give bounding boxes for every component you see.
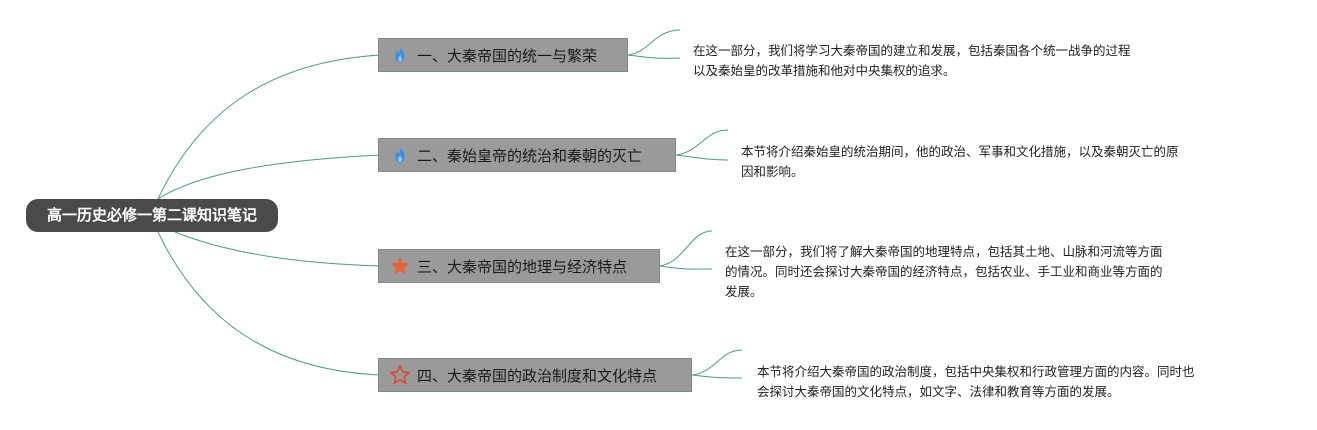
branch-label-3: 三、大秦帝国的地理与经济特点	[417, 257, 628, 276]
connector-root-branch-3	[174, 231, 381, 267]
connector-branch-3-desc	[659, 230, 713, 270]
branch-description-4: 本节将介绍大秦帝国的政治制度，包括中央集权和行政管理方面的内容。同时也 会探讨大…	[757, 362, 1195, 402]
description-line: 以及秦始皇的改革措施和他对中央集权的追求。	[693, 63, 956, 78]
branch-node-2[interactable]: 二、秦始皇帝的统治和秦朝的灭亡	[378, 138, 676, 172]
branch-node-4[interactable]: 四、大秦帝国的政治制度和文化特点	[378, 358, 692, 392]
description-line: 在这一部分，我们将学习大秦帝国的建立和发展，包括秦国各个统一战争的过程	[693, 43, 1131, 58]
branch-description-1: 在这一部分，我们将学习大秦帝国的建立和发展，包括秦国各个统一战争的过程 以及秦始…	[693, 41, 1131, 81]
branch-label-4: 四、大秦帝国的政治制度和文化特点	[417, 366, 658, 385]
connector-root-branch-2	[157, 154, 381, 200]
description-line: 因和影响。	[741, 164, 804, 179]
connector-root-branch-4	[157, 231, 381, 376]
description-line: 会探讨大秦帝国的文化特点，如文字、法律和教育等方面的发展。	[757, 384, 1120, 399]
description-line: 的情况。同时还会探讨大秦帝国的经济特点，包括农业、手工业和商业等方面的	[725, 264, 1163, 279]
branch-label-1: 一、大秦帝国的统一与繁荣	[417, 46, 598, 65]
fire-icon	[395, 145, 405, 163]
branch-node-3[interactable]: 三、大秦帝国的地理与经济特点	[378, 249, 660, 283]
star-filled-icon	[390, 256, 410, 275]
description-line: 本节将介绍秦始皇的统治期间，他的政治、军事和文化措施，以及秦朝灭亡的原	[741, 144, 1179, 159]
root-topic[interactable]: 高一历史必修一第二课知识笔记	[26, 199, 278, 232]
branch-description-2: 本节将介绍秦始皇的统治期间，他的政治、军事和文化措施，以及秦朝灭亡的原 因和影响…	[741, 142, 1179, 182]
branch-node-1[interactable]: 一、大秦帝国的统一与繁荣	[378, 38, 628, 72]
branch-description-3: 在这一部分，我们将了解大秦帝国的地理特点，包括其土地、山脉和河流等方面 的情况。…	[725, 242, 1163, 302]
description-line: 发展。	[725, 284, 763, 299]
connector-root-branch-1	[157, 54, 381, 200]
branch-label-2: 二、秦始皇帝的统治和秦朝的灭亡	[417, 146, 643, 165]
star-outline-icon	[390, 365, 410, 384]
fire-icon	[395, 45, 405, 63]
connector-branch-2-desc	[675, 129, 729, 161]
description-line: 本节将介绍大秦帝国的政治制度，包括中央集权和行政管理方面的内容。同时也	[757, 364, 1195, 379]
connector-branch-1-desc	[627, 29, 681, 59]
connector-branch-4-desc	[691, 349, 743, 379]
description-line: 在这一部分，我们将了解大秦帝国的地理特点，包括其土地、山脉和河流等方面	[725, 244, 1163, 259]
